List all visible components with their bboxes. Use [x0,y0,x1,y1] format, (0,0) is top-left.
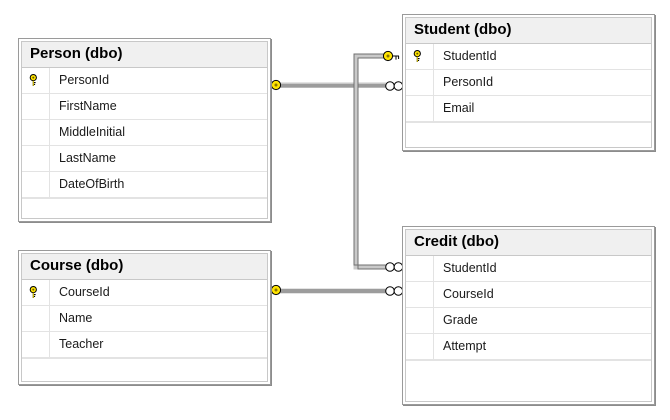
pk-gutter [406,333,434,359]
table-course-title: Course (dbo) [22,254,267,279]
pk-gutter [22,305,50,331]
pk-gutter [406,95,434,121]
column-name: MiddleInitial [59,125,126,140]
table-row[interactable]: Grade [406,307,651,334]
pk-gutter [406,43,434,69]
column-name: StudentId [443,49,497,64]
key-icon [29,285,37,298]
column-name: Teacher [59,337,104,352]
column-name: LastName [59,151,116,166]
table-row[interactable]: Name [22,305,267,332]
table-credit-columns: StudentId CourseId Grade Attempt [406,254,651,401]
empty-row[interactable] [22,357,267,381]
relationship-student-credit[interactable] [353,50,404,272]
column-name: Grade [443,313,478,328]
pk-gutter [406,307,434,333]
table-credit[interactable]: Credit (dbo) StudentId CourseId Grade At… [402,226,655,405]
column-name: DateOfBirth [59,177,125,192]
empty-row[interactable] [406,121,651,147]
table-course-columns: CourseId Name Teacher [22,278,267,381]
pk-gutter [22,67,50,93]
table-student[interactable]: Student (dbo) StudentId Per [402,14,655,151]
table-row[interactable]: MiddleInitial [22,119,267,146]
column-name: CourseId [59,285,110,300]
table-row[interactable]: LastName [22,145,267,172]
table-row[interactable]: CourseId [22,279,267,306]
key-icon [413,49,421,62]
pk-gutter [406,69,434,95]
table-person-columns: PersonId FirstName MiddleInitial LastNam… [22,66,267,218]
pk-gutter [22,171,50,197]
pk-gutter [22,119,50,145]
table-course[interactable]: Course (dbo) CourseId Name [18,250,271,385]
table-course-frame: Course (dbo) CourseId Name [21,253,268,382]
column-name: CourseId [443,287,494,302]
table-credit-frame: Credit (dbo) StudentId CourseId Grade At… [405,229,652,402]
table-person[interactable]: Person (dbo) PersonId First [18,38,271,222]
relationship-course-credit[interactable] [264,284,404,296]
column-name: Name [59,311,93,326]
table-person-frame: Person (dbo) PersonId First [21,41,268,219]
table-row[interactable]: PersonId [406,69,651,96]
table-student-frame: Student (dbo) StudentId Per [405,17,652,148]
column-name: PersonId [443,75,494,90]
relationship-person-student[interactable] [264,79,404,91]
table-person-title: Person (dbo) [22,42,267,67]
column-name: PersonId [59,73,110,88]
table-row[interactable]: FirstName [22,93,267,120]
table-row[interactable]: StudentId [406,255,651,282]
column-name: StudentId [443,261,497,276]
empty-row[interactable] [22,197,267,218]
empty-row[interactable] [406,359,651,401]
pk-gutter [22,331,50,357]
table-row[interactable]: Teacher [22,331,267,358]
column-name: FirstName [59,99,117,114]
table-row[interactable]: CourseId [406,281,651,308]
table-credit-title: Credit (dbo) [406,230,651,255]
pk-gutter [22,145,50,171]
table-row[interactable]: Email [406,95,651,122]
pk-gutter [406,281,434,307]
pk-gutter [22,93,50,119]
table-student-title: Student (dbo) [406,18,651,43]
key-icon [29,73,37,86]
table-row[interactable]: StudentId [406,43,651,70]
table-row[interactable]: PersonId [22,67,267,94]
table-row[interactable]: Attempt [406,333,651,360]
column-name: Attempt [443,339,487,354]
table-student-columns: StudentId PersonId Email [406,42,651,147]
column-name: Email [443,101,475,116]
pk-gutter [22,279,50,305]
table-row[interactable]: DateOfBirth [22,171,267,198]
pk-gutter [406,255,434,281]
